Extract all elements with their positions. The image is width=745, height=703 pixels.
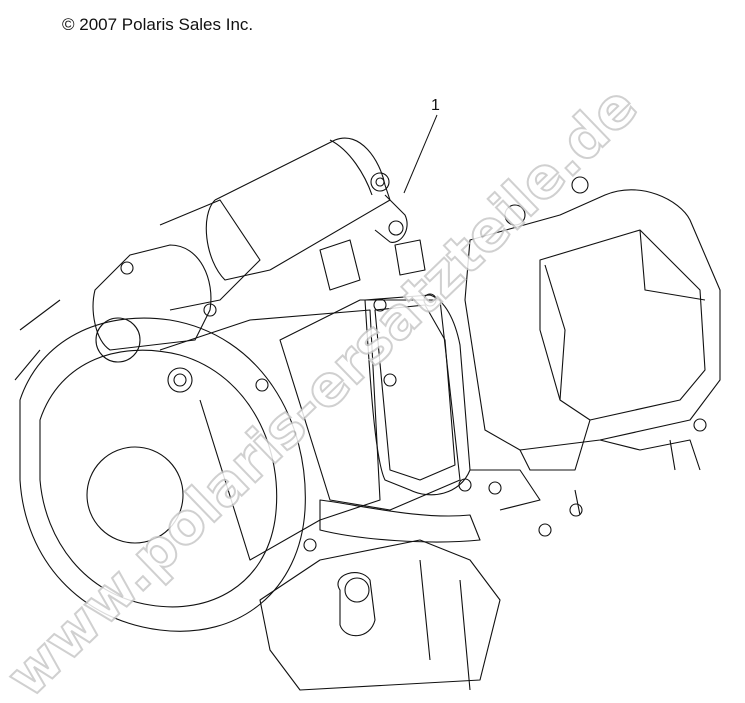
flywheel-cover	[14, 299, 306, 632]
copyright-notice: © 2007 Polaris Sales Inc.	[62, 15, 254, 34]
valve-cover	[464, 176, 721, 537]
watermark: www.polaris-ersatzteile.de	[0, 74, 650, 703]
crankcase	[159, 299, 501, 691]
cylinder-head	[319, 239, 541, 511]
callout-label: 1	[431, 97, 440, 114]
engine-assembly	[14, 137, 721, 691]
end-cap	[92, 244, 217, 363]
callout-1[interactable]: 1	[403, 97, 440, 194]
starter-motor	[159, 137, 408, 311]
leader-line	[403, 114, 438, 194]
